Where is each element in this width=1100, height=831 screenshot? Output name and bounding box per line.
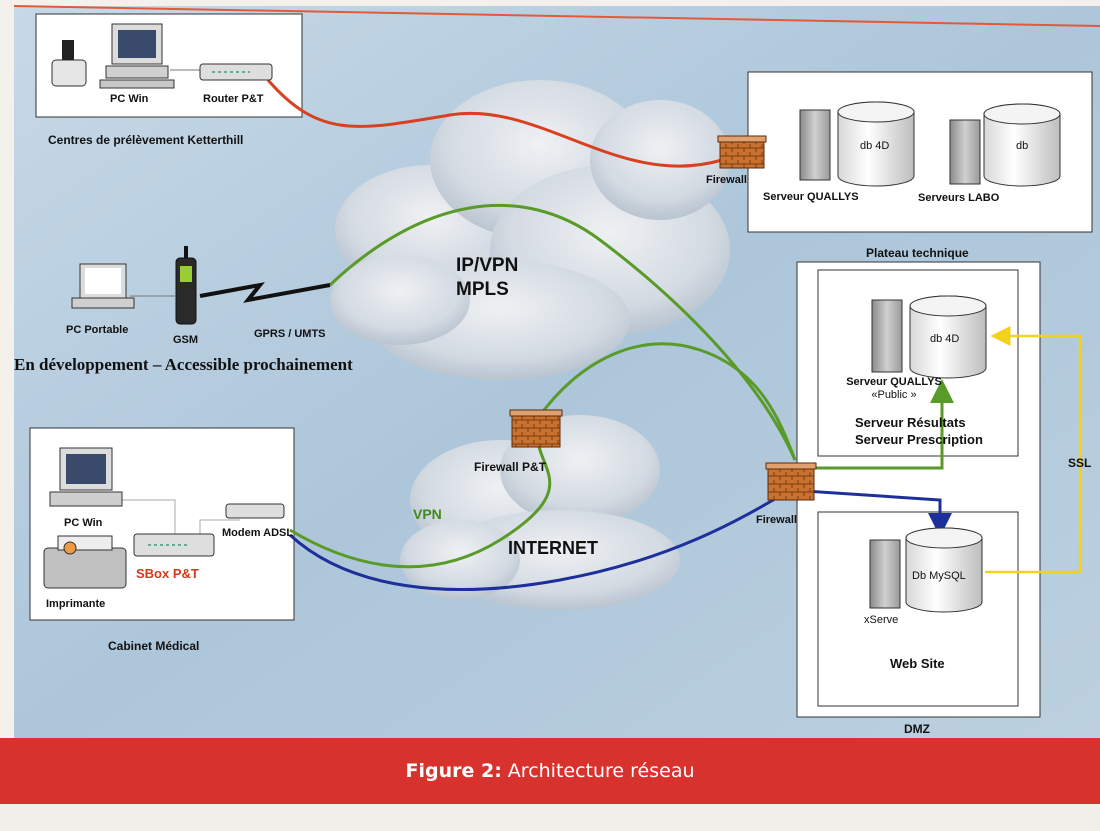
pc-win-icon (99, 23, 175, 89)
dmz-group-label: DMZ (904, 722, 930, 736)
firewall-pt-label: Firewall P&T (474, 460, 547, 474)
caption-figure-number: Figure 2: (405, 760, 502, 782)
dmz-firewall-label: Firewall (756, 514, 797, 526)
page-bottom-strip (0, 804, 1100, 831)
printer-label: Imprimante (46, 598, 106, 610)
server2-db-label: db (1016, 140, 1029, 152)
doctor-office-group-label: Cabinet Médical (108, 639, 200, 653)
sbox-label: SBox P&T (136, 566, 199, 581)
cash-register-icon (51, 40, 87, 87)
mpls-cloud-line2: MPLS (456, 279, 509, 300)
sbox-icon (133, 533, 215, 557)
laptop-icon (71, 263, 135, 309)
laptop-label: PC Portable (66, 324, 129, 336)
results-server-label: Serveur Résultats (855, 415, 966, 430)
office-pc-label: PC Win (64, 517, 103, 529)
internet-cloud-label: INTERNET (508, 538, 598, 558)
mpls-cloud (330, 80, 730, 380)
green-mpls-link (328, 204, 797, 461)
public-db-label: db 4D (930, 333, 960, 345)
gprs-umts-label: GPRS / UMTS (254, 328, 326, 340)
red-link (266, 79, 723, 168)
firewall-icon (717, 135, 767, 169)
lightning-link (199, 282, 331, 303)
server-labo-icon (949, 103, 1061, 187)
mysql-db-label: Db MySQL (912, 570, 966, 582)
green-office-vpn (289, 439, 552, 569)
clinic-pc-label: PC Win (110, 93, 149, 105)
xserve-label: xServe (864, 614, 899, 626)
firewall-pt-icon (509, 409, 563, 448)
figure-caption: Figure 2: Architecture réseau (0, 738, 1100, 804)
printer-icon (43, 535, 127, 589)
server-quallys-icon (799, 101, 915, 187)
internet-cloud (400, 415, 680, 610)
server-quallys-label: Serveur QUALLYS (763, 191, 859, 203)
caption-title: Architecture réseau (507, 760, 695, 782)
xserve-icon (869, 527, 983, 613)
blue-internet-link (288, 488, 952, 591)
clinic-sites-group-label: Centres de prélèvement Ketterthill (48, 133, 244, 147)
firewall-label: Firewall (706, 174, 747, 186)
technical-platform-group-label: Plateau technique (866, 246, 969, 260)
yellow-ssl-link (985, 326, 1082, 574)
public-server-label: Serveur QUALLYS (846, 376, 942, 388)
green-to-public-server (810, 379, 954, 470)
prescription-server-label: Serveur Prescription (855, 432, 983, 447)
mpls-cloud-line1: IP/VPN (456, 255, 519, 276)
green-vpn-to-firewall-pt (536, 342, 797, 461)
development-note: En développement – Accessible prochainem… (14, 355, 353, 374)
gsm-phone-icon (175, 246, 197, 325)
web-site-label: Web Site (890, 656, 945, 671)
modem-label: Modem ADSL (222, 527, 294, 539)
vpn-label: VPN (413, 506, 442, 522)
firewall-dmz-icon (765, 462, 817, 501)
server1-db-label: db 4D (860, 140, 890, 152)
clinic-router-label: Router P&T (203, 93, 264, 105)
ssl-label: SSL (1068, 456, 1092, 470)
modem-icon (225, 503, 285, 519)
gsm-label: GSM (173, 334, 199, 346)
servers-labo-label: Serveurs LABO (918, 192, 1000, 204)
office-pc-icon (49, 447, 123, 507)
public-server-sublabel: «Public » (871, 389, 917, 401)
router-icon (199, 63, 273, 81)
server-quallys-public-icon (871, 295, 987, 379)
